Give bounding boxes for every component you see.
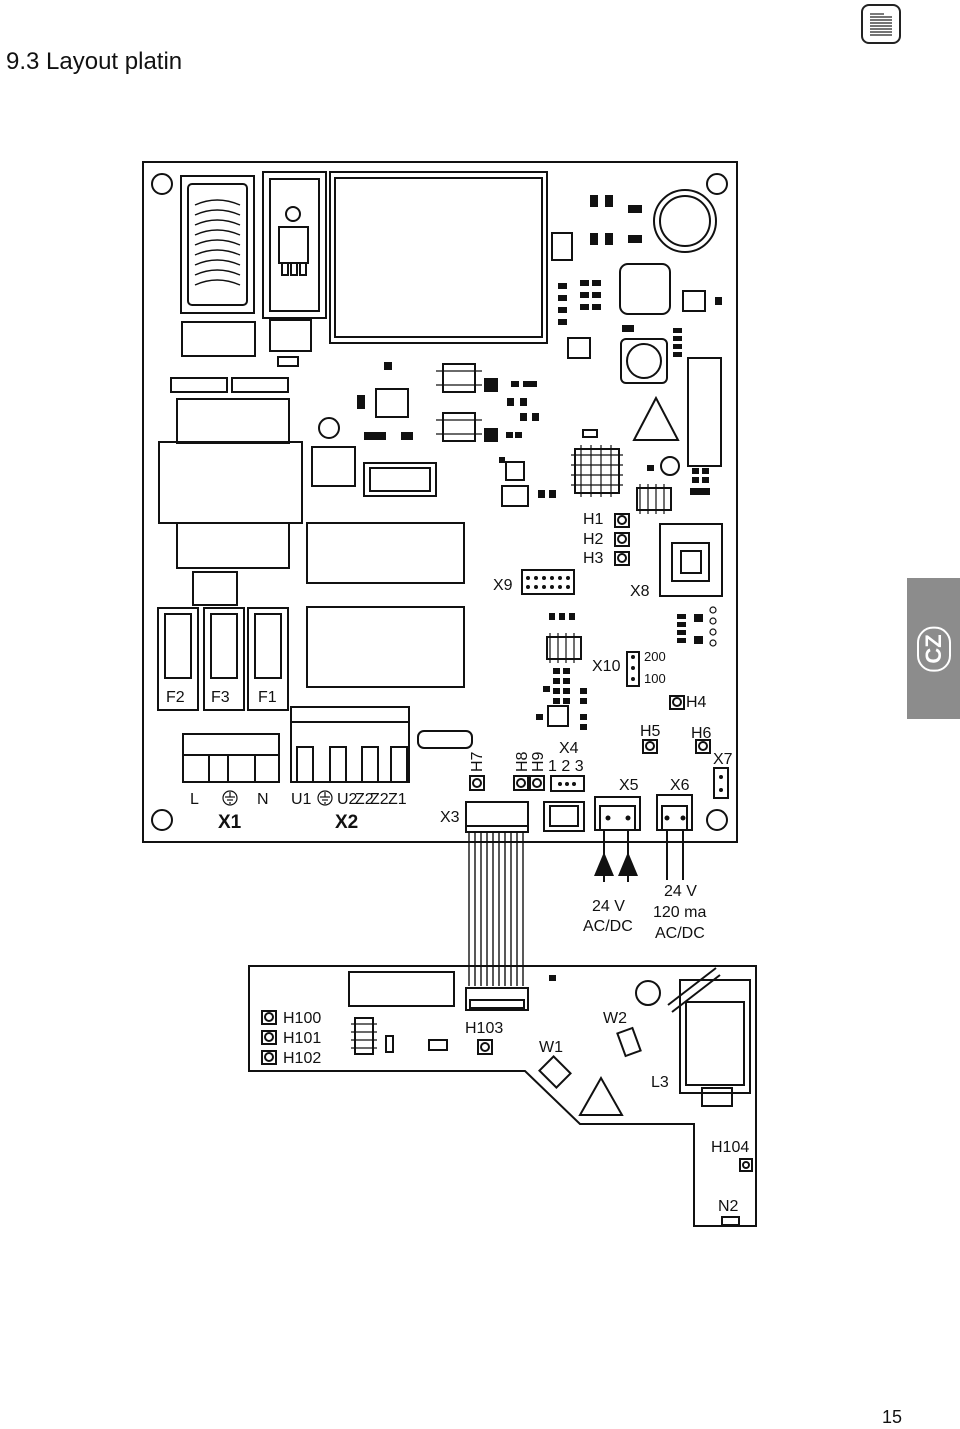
label-N: N [257, 791, 269, 808]
x6-voltage: 24 V [664, 883, 697, 900]
label-H2: H2 [583, 531, 604, 548]
label-Z2b: Z2 [370, 791, 389, 808]
label-H104: H104 [711, 1139, 749, 1156]
label-Z2: Z2 [355, 791, 374, 808]
label-X9: X9 [493, 577, 513, 594]
label-X4: X4 [559, 740, 579, 757]
label-Z1: Z1 [388, 791, 407, 808]
label-100: 100 [644, 671, 666, 686]
lower-board [248, 965, 757, 1227]
label-H1: H1 [583, 511, 604, 528]
x5-voltage: 24 V [592, 898, 625, 915]
label-L3: L3 [651, 1074, 669, 1091]
label-X1: X1 [218, 812, 242, 833]
label-H101: H101 [283, 1030, 321, 1047]
label-X5: X5 [619, 777, 639, 794]
label-H103: H103 [465, 1020, 503, 1037]
label-200: 200 [644, 649, 666, 664]
earth-symbol-icon [317, 790, 333, 806]
label-H9: H9 [530, 751, 547, 772]
label-W1: W1 [539, 1039, 563, 1056]
label-N2: N2 [718, 1198, 739, 1215]
label-H100: H100 [283, 1010, 321, 1027]
label-H5: H5 [640, 723, 661, 740]
label-H6: H6 [691, 725, 712, 742]
earth-symbol-icon [222, 790, 238, 806]
label-H3: H3 [583, 550, 604, 567]
label-W2: W2 [603, 1010, 627, 1027]
label-H7: H7 [469, 751, 486, 772]
label-F1: F1 [258, 689, 277, 706]
x6-current: 120 ma [653, 904, 706, 921]
label-X6: X6 [670, 777, 690, 794]
document-icon [861, 4, 901, 44]
x5-type: AC/DC [583, 918, 633, 935]
main-board [142, 161, 738, 843]
x6-type: AC/DC [655, 925, 705, 942]
label-X10: X10 [592, 658, 621, 675]
language-tab: CZ [907, 578, 960, 719]
page-number: 15 [882, 1407, 903, 1427]
label-X4-pins: 1 2 3 [548, 758, 584, 775]
label-F2: F2 [166, 689, 185, 706]
label-U1: U1 [291, 791, 312, 808]
label-H102: H102 [283, 1050, 321, 1067]
label-F3: F3 [211, 689, 230, 706]
label-X8: X8 [630, 583, 650, 600]
label-H8: H8 [514, 751, 531, 772]
label-H4: H4 [686, 694, 707, 711]
label-X2: X2 [335, 812, 358, 833]
label-X7: X7 [713, 751, 733, 768]
label-L: L [190, 791, 199, 808]
page-title: 9.3 Layout platin [6, 48, 183, 75]
label-X3: X3 [440, 809, 460, 826]
label-U2: U2 [337, 791, 358, 808]
